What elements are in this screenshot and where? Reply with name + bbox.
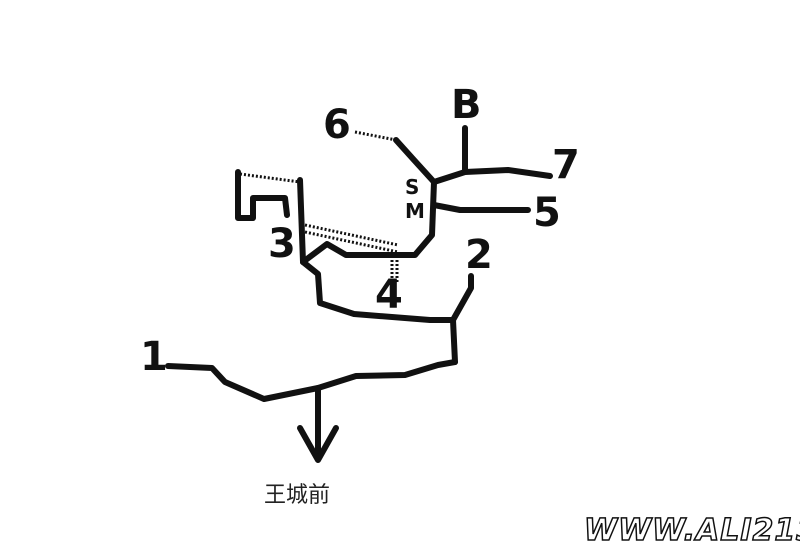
- label-6: 6: [323, 102, 351, 148]
- label-4: 4: [375, 272, 403, 318]
- label-m: M: [405, 199, 425, 223]
- watermark-text: WWW.ALI213.NET: [584, 513, 800, 548]
- route-to-5: [431, 202, 531, 213]
- label-3: 3: [268, 221, 296, 267]
- label-2: 2: [465, 232, 493, 278]
- label-1: 1: [140, 334, 168, 380]
- label-7: 7: [552, 142, 580, 188]
- dotted-links: [239, 130, 399, 282]
- route-to-6: [393, 137, 437, 185]
- route-hook: [235, 169, 290, 221]
- route-to-sm: [300, 179, 437, 265]
- destination-label: 王城前: [264, 483, 330, 508]
- dotted-link-6: [354, 130, 397, 142]
- label-b: B: [451, 82, 482, 128]
- route-middle: [300, 259, 456, 323]
- label-s: S: [405, 175, 419, 199]
- route-lines: [165, 125, 553, 463]
- route-from-1: [165, 359, 458, 402]
- route-to-2: [450, 273, 474, 365]
- destination-arrowhead: [297, 425, 339, 463]
- label-5: 5: [533, 190, 561, 236]
- dotted-link-hook: [239, 172, 301, 184]
- route-to-7: [431, 167, 553, 185]
- route-area-3: [297, 177, 306, 265]
- dotted-link-3-a: [304, 223, 399, 247]
